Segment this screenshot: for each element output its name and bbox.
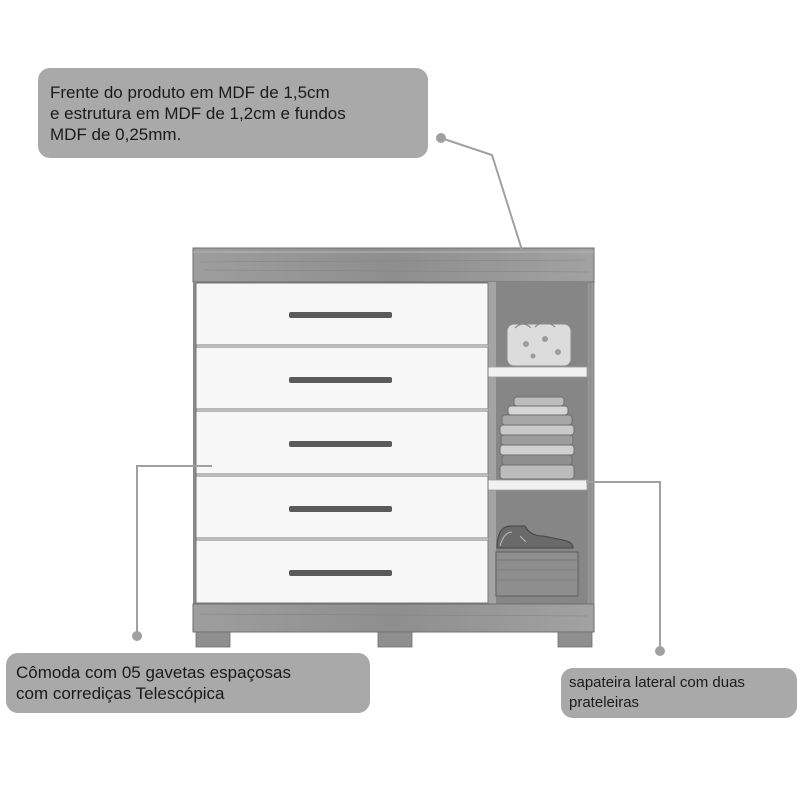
callout-materials-line: MDF de 0,25mm. [50, 125, 182, 144]
folded-shirt-illustration [506, 321, 572, 367]
callout-shoe-rack: sapateira lateral com duas prateleiras [561, 668, 797, 718]
drawer-3[interactable] [195, 410, 489, 475]
leader-line-left [132, 465, 212, 641]
drawer-5-handle [289, 570, 392, 576]
dresser-foot-right [557, 631, 593, 648]
dresser-left-side [193, 282, 197, 604]
dresser-base [192, 603, 595, 633]
callout-drawers-line: Cômoda com 05 gavetas espaçosas [16, 663, 291, 682]
drawer-2-handle [289, 377, 392, 383]
dresser-foot-left [195, 631, 231, 648]
drawer-4[interactable] [195, 475, 489, 539]
callout-drawers: Cômoda com 05 gavetas espaçosas com corr… [6, 653, 370, 713]
leader-line-right [586, 481, 665, 656]
shelf-lower [487, 479, 588, 491]
leader-line-top [436, 133, 523, 251]
dresser-foot-middle [377, 631, 413, 648]
callout-materials-line: Frente do produto em MDF de 1,5cm [50, 83, 330, 102]
folded-clothes-stack [499, 396, 575, 480]
drawer-1-handle [289, 312, 392, 318]
drawer-4-handle [289, 506, 392, 512]
dresser-top-panel [192, 247, 595, 283]
drawer-5[interactable] [195, 539, 489, 604]
callout-shoe-rack-line: sapateira lateral com duas [569, 674, 745, 691]
callout-materials-line: e estrutura em MDF de 1,2cm e fundos [50, 104, 346, 123]
callout-shoe-rack-line: prateleiras [569, 694, 640, 711]
callout-materials: Frente do produto em MDF de 1,5cm e estr… [38, 68, 428, 158]
drawer-1[interactable] [195, 282, 489, 346]
callout-drawers-line: com corrediças Telescópica [16, 684, 225, 703]
shelf-upper [487, 366, 588, 378]
dresser-right-side [586, 281, 595, 605]
drawer-3-handle [289, 441, 392, 447]
shoes-and-basket [495, 525, 579, 597]
drawer-2[interactable] [195, 346, 489, 410]
